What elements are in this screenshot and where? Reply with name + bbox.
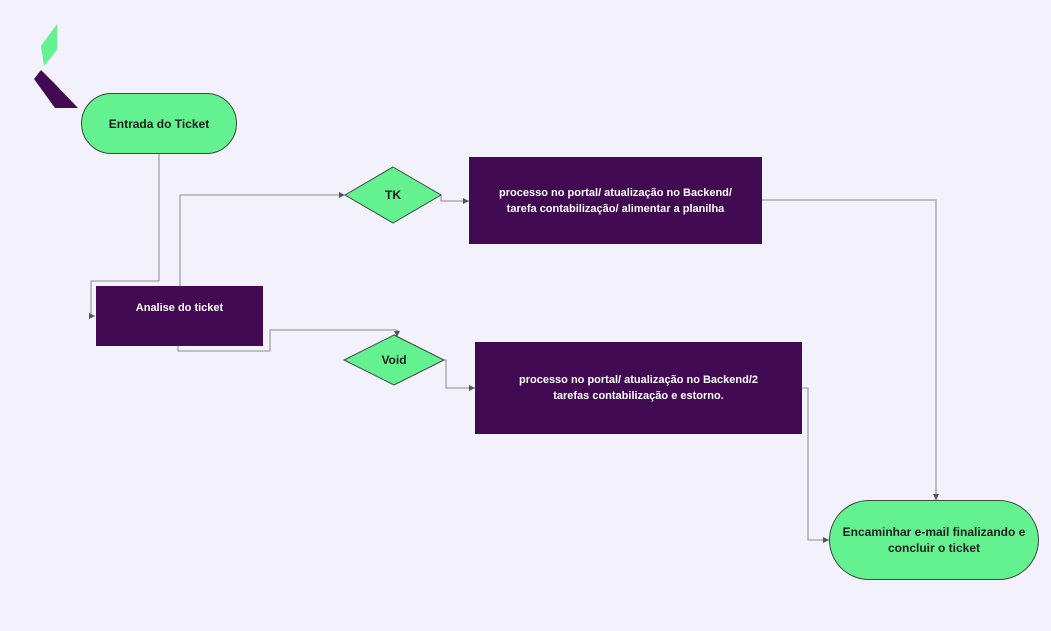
- connector-start-analise: [89, 154, 160, 319]
- connector-tkprocess-end: [762, 199, 939, 500]
- connector-voidprocess-end: [802, 387, 829, 543]
- void-process-node: processo no portal/ atualização no Backe…: [475, 342, 802, 434]
- end-node-label: Encaminhar e-mail finalizando e concluir…: [842, 525, 1026, 555]
- tk-decision-label: TK: [385, 188, 401, 202]
- tk-process-node: processo no portal/ atualização no Backe…: [469, 157, 762, 244]
- connector-tk-process: [440, 195, 469, 204]
- connector-analise-void: [177, 329, 400, 352]
- connectors: [89, 154, 939, 543]
- end-node: Encaminhar e-mail finalizando e concluir…: [829, 500, 1039, 580]
- tk-process-label: processo no portal/ atualização no Backe…: [499, 186, 732, 215]
- brand-chevron-icon: [34, 24, 78, 108]
- start-node-label: Entrada do Ticket: [108, 116, 210, 131]
- void-decision-diamond: [342, 334, 446, 386]
- void-process-label: processo no portal/ atualização no Backe…: [518, 374, 758, 402]
- logo-leaf-shape: [41, 24, 57, 66]
- tk-decision-diamond: [344, 166, 442, 224]
- connector-analise-tk: [179, 192, 345, 286]
- connector-void-process: [444, 359, 475, 391]
- logo-chevron-shape: [34, 70, 78, 108]
- start-node: Entrada do Ticket: [81, 93, 237, 154]
- void-decision-label: Void: [381, 353, 407, 367]
- analise-node: Analise do ticket: [96, 286, 263, 346]
- analise-node-label: Analise do ticket: [135, 302, 224, 314]
